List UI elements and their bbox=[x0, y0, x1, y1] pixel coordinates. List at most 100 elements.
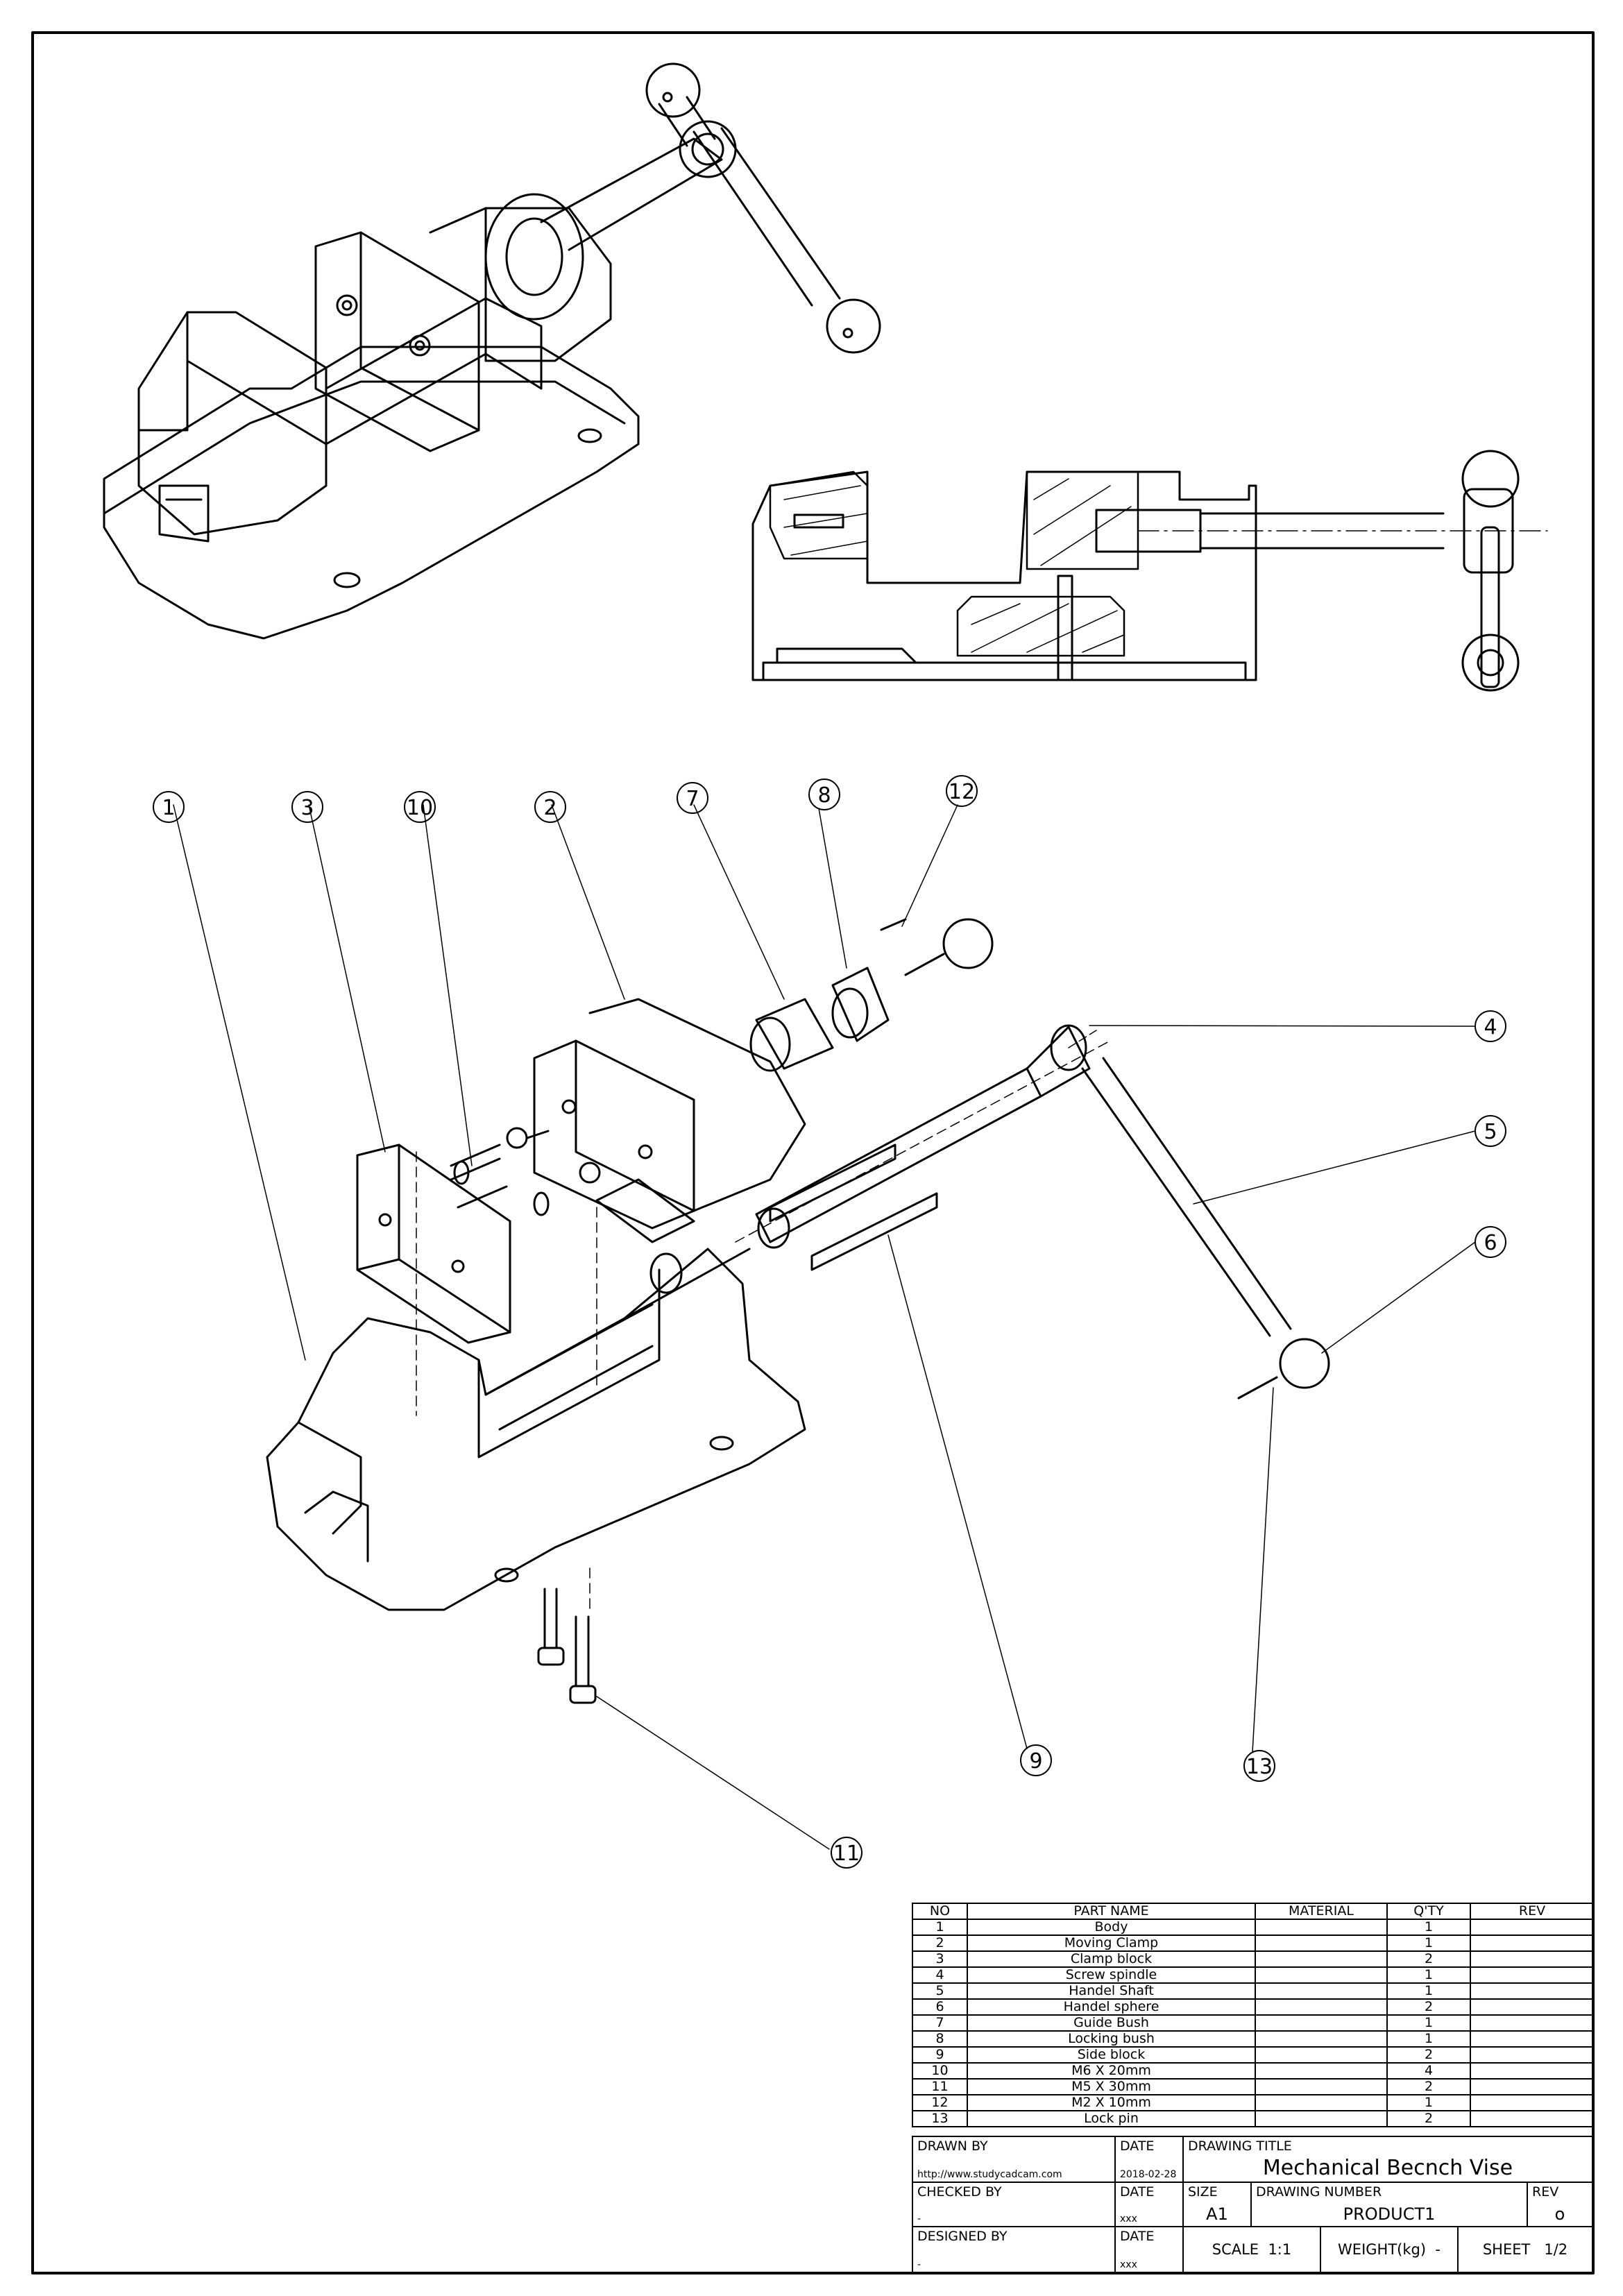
bom-cell-name: Guide Bush bbox=[967, 2014, 1256, 2032]
bom-cell-name: Handel sphere bbox=[967, 1998, 1256, 2016]
balloon-5: 5 bbox=[1475, 1115, 1506, 1147]
bom-cell-qty: 1 bbox=[1386, 2014, 1471, 2032]
sheet-border bbox=[31, 31, 1595, 2274]
svg-text:5: 5 bbox=[1484, 1120, 1497, 1144]
checked-by-cell: CHECKED BY - bbox=[912, 2182, 1116, 2227]
bom-cell-rev bbox=[1470, 1998, 1595, 2016]
rev-value: o bbox=[1554, 2204, 1565, 2224]
checked-by-label: CHECKED BY bbox=[917, 2184, 1002, 2200]
bom-cell-rev bbox=[1470, 2062, 1595, 2080]
balloon-7: 7 bbox=[677, 782, 708, 814]
bom-cell-qty: 4 bbox=[1386, 2062, 1471, 2080]
bom-cell-rev bbox=[1470, 1919, 1595, 1936]
part-handle-sphere-top bbox=[942, 918, 994, 969]
designed-date-value: xxx bbox=[1120, 2259, 1137, 2270]
bom-cell-no: 11 bbox=[912, 2078, 968, 2095]
part-moving-clamp bbox=[533, 1039, 695, 1230]
weight-text: WEIGHT(kg) - bbox=[1321, 2241, 1457, 2258]
bom-cell-no: 7 bbox=[912, 2014, 968, 2032]
bom-cell-material bbox=[1255, 1950, 1388, 1968]
bom-cell-name: M2 X 10mm bbox=[967, 2094, 1256, 2111]
bom-header-qty: Q'TY bbox=[1386, 1903, 1471, 1920]
checked-date-cell: DATE xxx bbox=[1114, 2182, 1184, 2227]
bom-cell-no: 1 bbox=[912, 1919, 968, 1936]
drawn-by-cell: DRAWN BY http://www.studycadcam.com bbox=[912, 2136, 1116, 2183]
bom-cell-rev bbox=[1470, 2046, 1595, 2064]
weight-label: WEIGHT(kg) bbox=[1338, 2241, 1427, 2258]
bom-cell-qty: 2 bbox=[1386, 1998, 1471, 2016]
size-cell: SIZE A1 bbox=[1182, 2182, 1252, 2227]
part-clamp-block bbox=[356, 1143, 511, 1344]
bom-cell-name: Side block bbox=[967, 2046, 1256, 2064]
sheet-text: SHEET 1/2 bbox=[1459, 2241, 1592, 2258]
designed-date-label: DATE bbox=[1120, 2229, 1155, 2244]
sheet-label: SHEET bbox=[1482, 2241, 1531, 2258]
bom-cell-no: 4 bbox=[912, 1966, 968, 1984]
bom-cell-qty: 1 bbox=[1386, 1966, 1471, 1984]
balloons: 1 3 10 2 7 8 12 4 5 6 9 13 11 bbox=[153, 775, 1506, 1869]
bom-cell-material bbox=[1255, 2014, 1388, 2032]
bom-cell-no: 6 bbox=[912, 1998, 968, 2016]
bom-cell-rev bbox=[1470, 1950, 1595, 1968]
balloon-13: 13 bbox=[1243, 1750, 1275, 1782]
balloon-11: 11 bbox=[831, 1837, 863, 1869]
balloon-1: 1 bbox=[153, 791, 185, 823]
svg-text:9: 9 bbox=[1029, 1749, 1042, 1774]
weight-cell: WEIGHT(kg) - bbox=[1320, 2226, 1459, 2273]
svg-text:1: 1 bbox=[162, 796, 175, 820]
drawn-date-cell: DATE 2018-02-28 bbox=[1114, 2136, 1184, 2183]
bom-cell-qty: 1 bbox=[1386, 2094, 1471, 2111]
drawn-by-value: http://www.studycadcam.com bbox=[917, 2169, 1062, 2180]
bom-cell-name: Locking bush bbox=[967, 2030, 1256, 2048]
designed-by-label: DESIGNED BY bbox=[917, 2229, 1008, 2244]
part-screws-m6 bbox=[450, 1130, 550, 1209]
bom-cell-rev bbox=[1470, 2014, 1595, 2032]
svg-text:8: 8 bbox=[817, 783, 831, 808]
bom-cell-rev bbox=[1470, 2078, 1595, 2095]
bom-cell-no: 3 bbox=[912, 1950, 968, 1968]
bom-header-part-name: PART NAME bbox=[967, 1903, 1256, 1920]
balloon-3: 3 bbox=[291, 791, 323, 823]
svg-text:7: 7 bbox=[686, 787, 699, 811]
bom-cell-name: Clamp block bbox=[967, 1950, 1256, 1968]
balloon-8: 8 bbox=[808, 779, 840, 810]
bom-cell-rev bbox=[1470, 1934, 1595, 1952]
balloon-12: 12 bbox=[946, 775, 978, 807]
weight-value: - bbox=[1435, 2241, 1441, 2258]
size-value: A1 bbox=[1206, 2204, 1228, 2224]
size-label: SIZE bbox=[1188, 2184, 1218, 2200]
bom-cell-no: 9 bbox=[912, 2046, 968, 2064]
bom-header-no: NO bbox=[912, 1903, 968, 1920]
bom-cell-qty: 2 bbox=[1386, 1950, 1471, 1968]
bom-cell-no: 2 bbox=[912, 1934, 968, 1952]
rev-cell: REV o bbox=[1527, 2182, 1593, 2227]
svg-text:2: 2 bbox=[543, 796, 556, 820]
balloon-10: 10 bbox=[404, 791, 436, 823]
part-lock-pin bbox=[880, 918, 1278, 1400]
svg-text:4: 4 bbox=[1484, 1015, 1497, 1039]
bom-cell-name: Body bbox=[967, 1919, 1256, 1936]
part-handle-sphere-bottom bbox=[1279, 1338, 1330, 1389]
bom-cell-name: M6 X 20mm bbox=[967, 2062, 1256, 2080]
bom-cell-rev bbox=[1470, 1982, 1595, 2000]
scale-cell: SCALE 1:1 bbox=[1182, 2226, 1321, 2273]
part-locking-bush bbox=[831, 967, 890, 1042]
bom-cell-rev bbox=[1470, 2094, 1595, 2111]
drawing-title-cell: DRAWING TITLE Mechanical Becnch Vise bbox=[1182, 2136, 1593, 2183]
bom-cell-material bbox=[1255, 2046, 1388, 2064]
balloon-2: 2 bbox=[534, 791, 566, 823]
svg-text:12: 12 bbox=[949, 780, 975, 804]
scale-label: SCALE bbox=[1212, 2241, 1259, 2258]
